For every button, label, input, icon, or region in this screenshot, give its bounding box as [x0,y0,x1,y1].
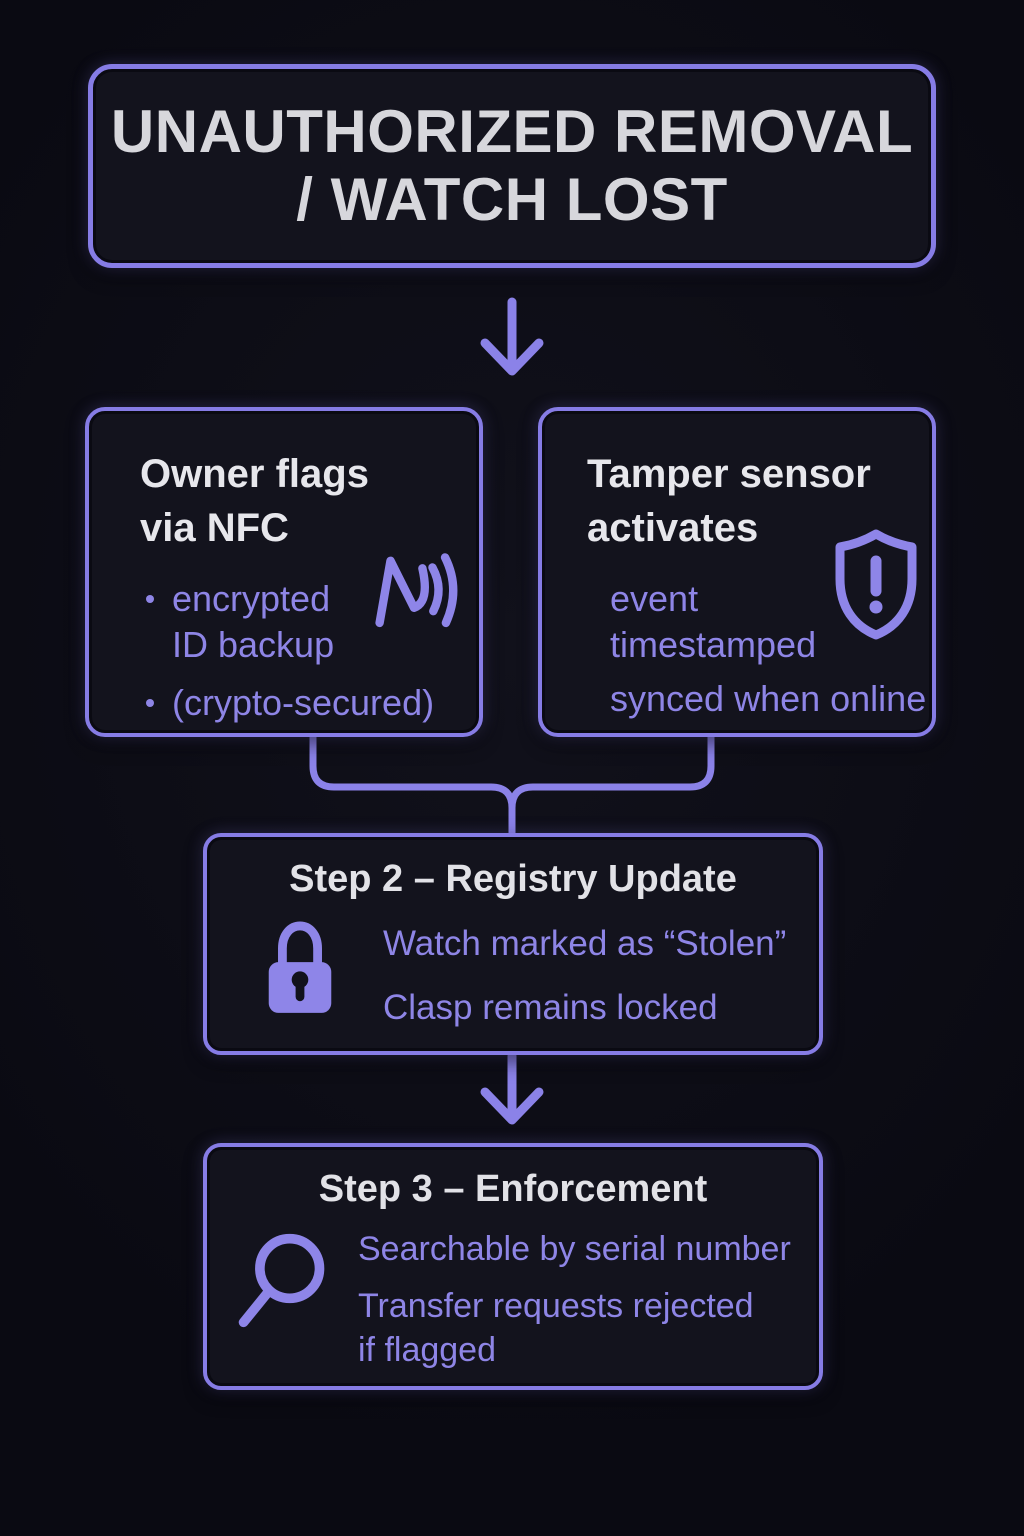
shield-alert-icon [835,529,917,640]
bullet-item: (crypto-secured) [140,680,479,726]
page-title: UNAUTHORIZED REMOVAL / WATCH LOST [110,98,914,233]
bullet-text: encrypted ID backup [172,577,335,665]
title-box: UNAUTHORIZED REMOVAL / WATCH LOST [88,64,936,268]
tamper-box-text: event timestamped [610,577,817,665]
arrow-down-icon [480,1051,544,1125]
step3-enforcement-box: Step 3 – Enforcement Searchable by seria… [203,1143,823,1390]
arrow-down-icon [480,297,544,376]
search-icon [238,1233,325,1328]
step2-line: Watch marked as “Stolen” [383,924,787,963]
tamper-box-heading: Tamper sensor activates [587,452,871,551]
owner-flags-box: Owner flags via NFC encrypted ID backup … [85,407,483,737]
bullet-dot [146,698,154,707]
merge-connector [309,733,715,838]
step2-content: Watch marked as “Stolen” Clasp remains l… [257,913,819,1030]
step3-line: Searchable by serial number [358,1230,791,1268]
tamper-box-text: synced when online [610,677,927,719]
step2-heading: Step 2 – Registry Update [289,858,737,900]
bullet-dot [146,594,154,603]
step3-text-column: Searchable by serial number Transfer req… [358,1227,791,1373]
nfc-icon [375,553,458,628]
step3-heading: Step 3 – Enforcement [318,1168,708,1210]
step3-line: Transfer requests rejected if flagged [358,1287,754,1370]
bullet-text: (crypto-secured) [172,681,435,723]
step2-registry-box: Step 2 – Registry Update Watch marked as… [203,833,823,1055]
step2-text-column: Watch marked as “Stolen” Clasp remains l… [383,921,786,1030]
step3-content: Searchable by serial number Transfer req… [232,1225,819,1373]
bullet-item: encrypted ID backup [140,576,479,668]
step2-line: Clasp remains locked [383,987,718,1027]
lock-icon [268,921,332,1013]
tamper-sensor-box: Tamper sensor activates event timestampe… [538,407,936,737]
owner-box-heading: Owner flags via NFC [140,452,369,551]
